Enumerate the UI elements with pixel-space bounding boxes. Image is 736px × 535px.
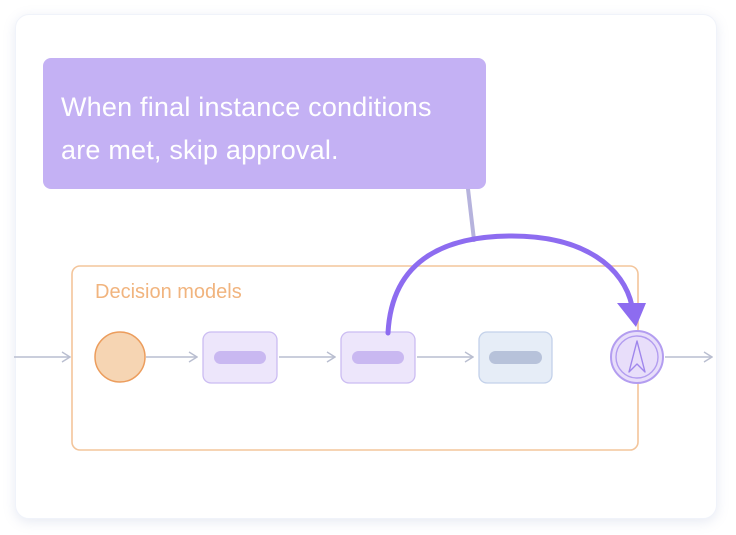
- skip-approval-arrowhead: [617, 303, 646, 327]
- callout-pointer-line: [466, 187, 476, 242]
- navigation-arrow-icon: [628, 340, 646, 373]
- task-node-3[interactable]: [478, 331, 553, 384]
- skip-approval-arrow: [385, 233, 635, 336]
- callout-text-line-1: When final instance conditions: [61, 92, 432, 122]
- callout-text-line-2: are met, skip approval.: [61, 135, 339, 165]
- task-node-2[interactable]: [340, 331, 416, 384]
- skip-approval-callout: When final instance conditions are met, …: [43, 58, 486, 189]
- task-label-placeholder: [214, 351, 266, 364]
- end-event[interactable]: [610, 330, 664, 384]
- task-node-1[interactable]: [202, 331, 278, 384]
- task-label-placeholder: [352, 351, 404, 364]
- group-label: Decision models: [95, 281, 242, 303]
- start-event[interactable]: [94, 331, 146, 383]
- task-label-placeholder: [489, 351, 542, 364]
